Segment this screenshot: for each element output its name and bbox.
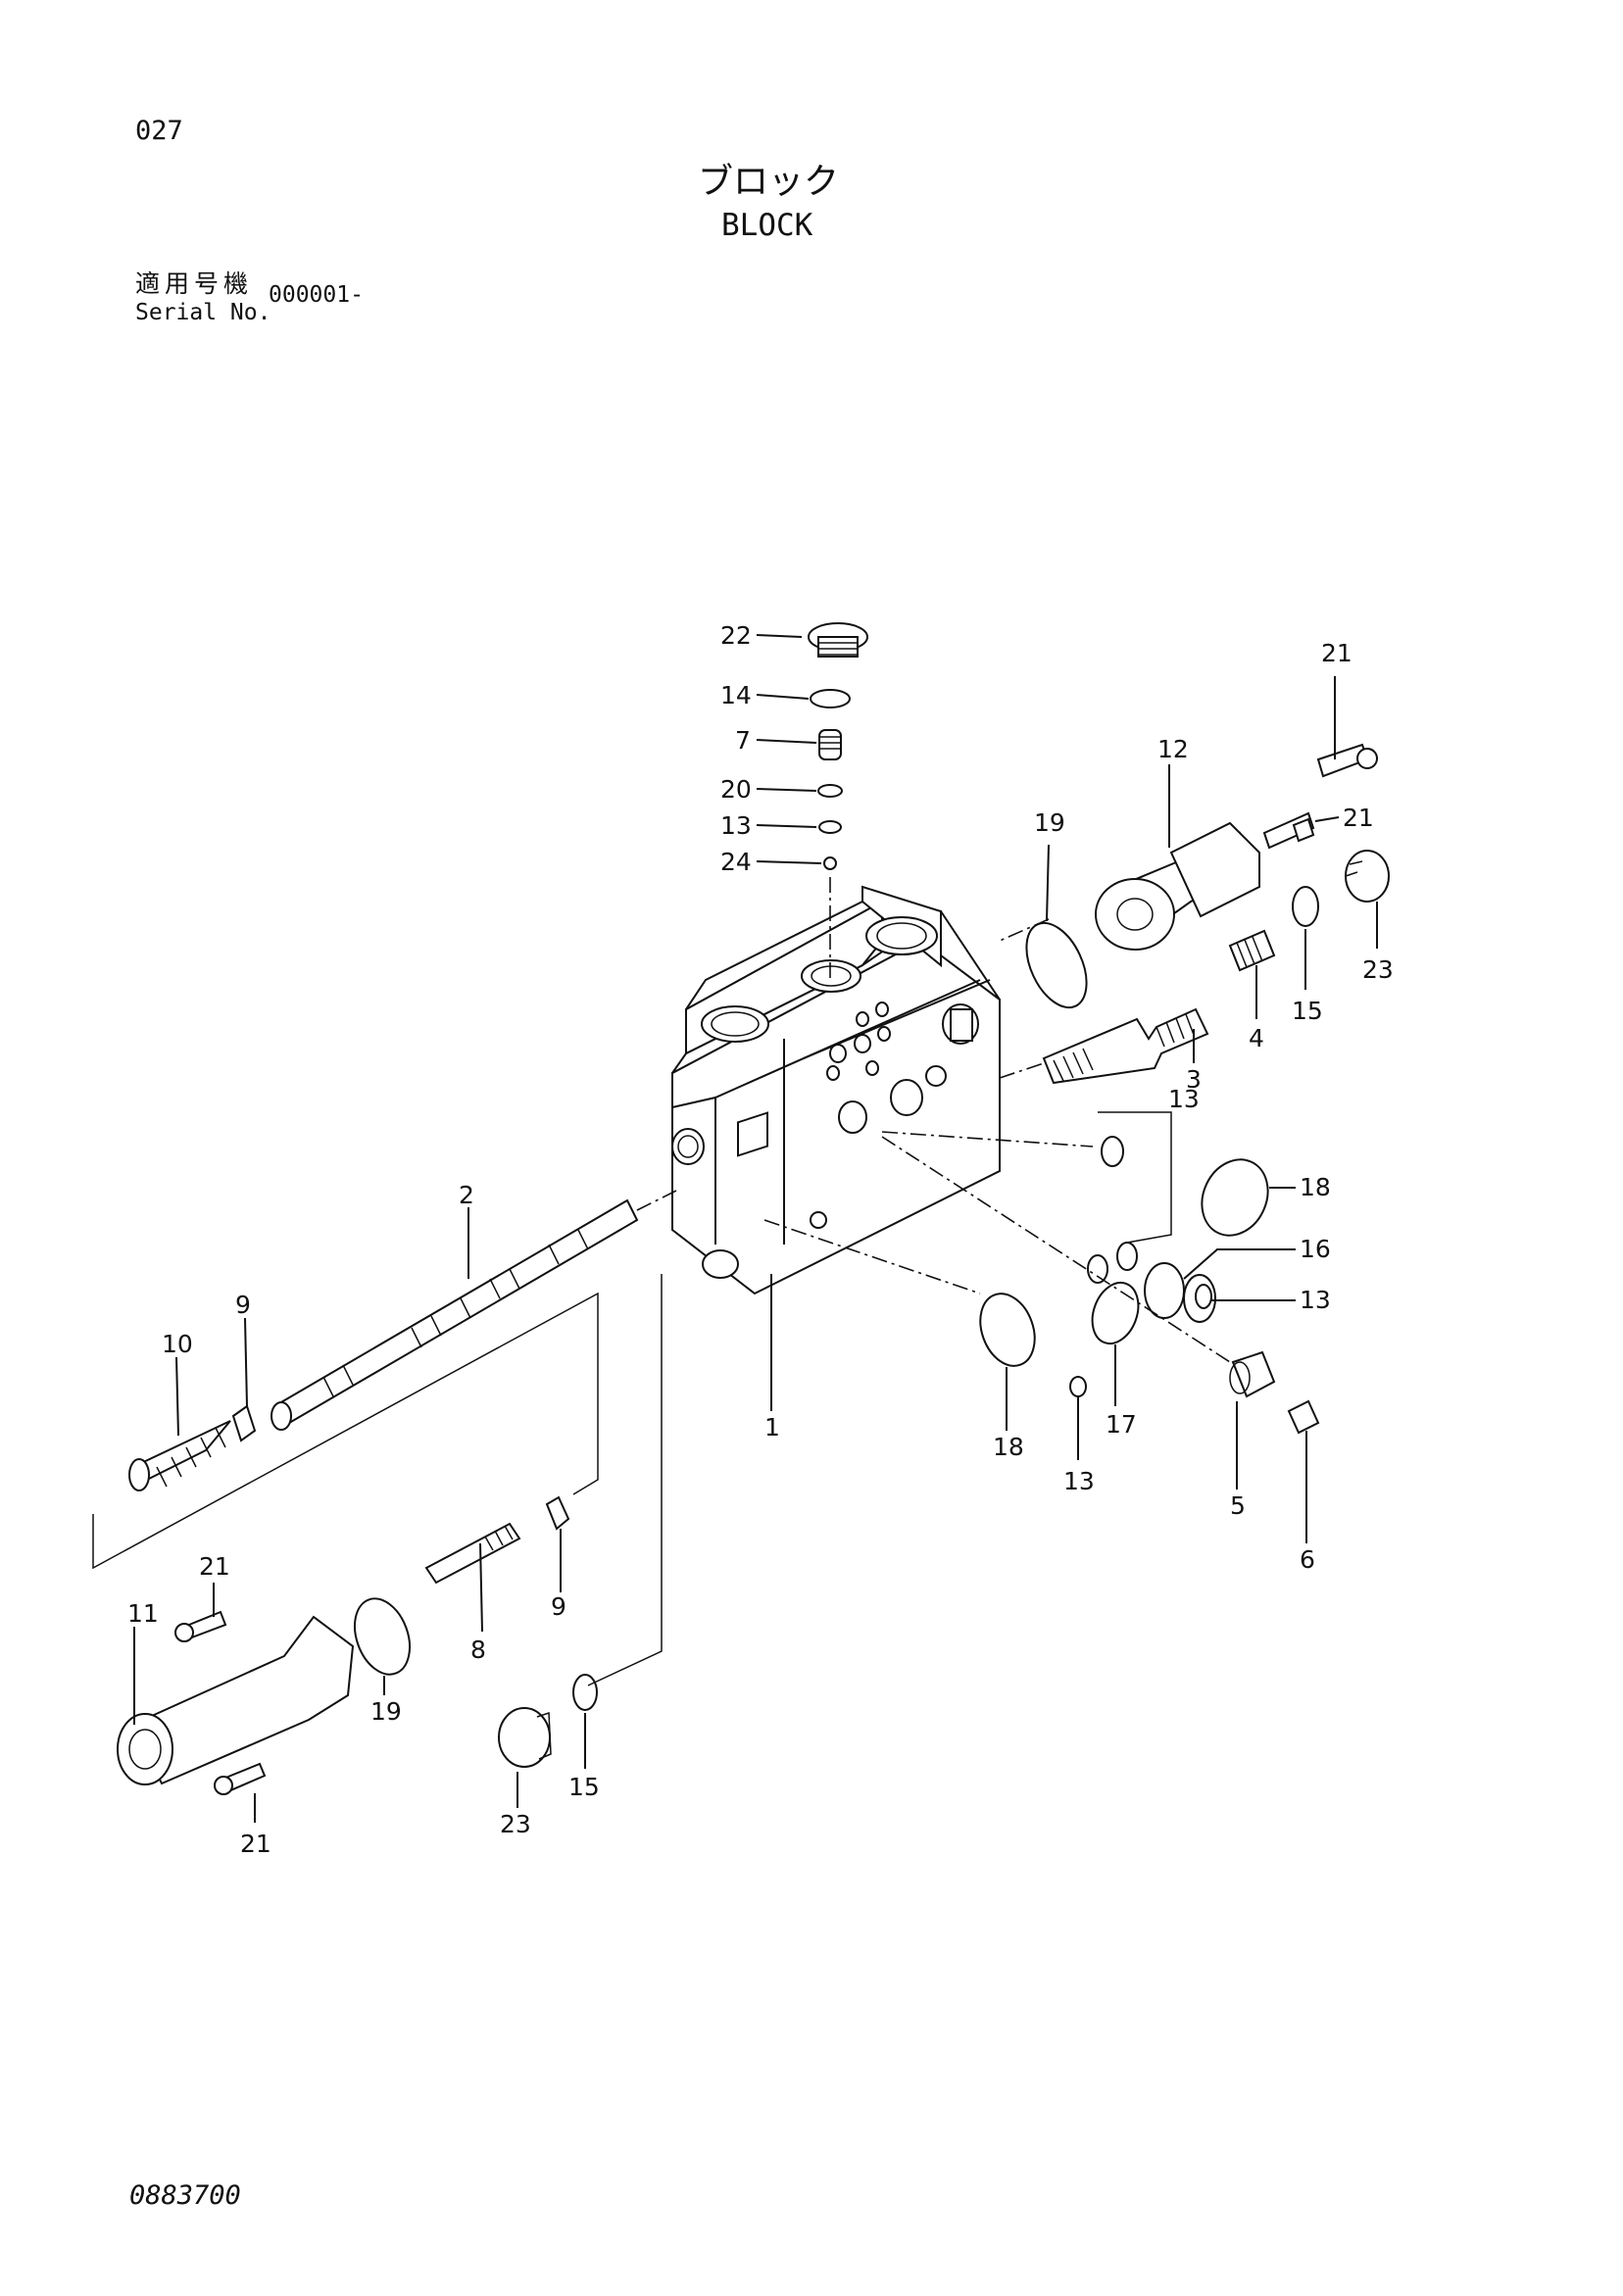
callout-14: 14: [720, 681, 752, 709]
callout-13-top: 13: [720, 811, 752, 840]
leader-lines: [133, 634, 1378, 1823]
callout-15-right: 15: [1292, 997, 1323, 1025]
title-english: BLOCK: [721, 208, 813, 243]
callout-11: 11: [127, 1599, 159, 1628]
callout-15-lower: 15: [568, 1773, 600, 1801]
callout-13-mid: 13: [1168, 1085, 1200, 1113]
callout-21-mid: 21: [199, 1552, 230, 1581]
serial-label-english: Serial No.: [135, 300, 271, 325]
callout-8: 8: [470, 1636, 486, 1664]
top-plug-stack: [808, 622, 868, 980]
callout-21-bottom: 21: [240, 1830, 271, 1858]
callout-1: 1: [764, 1413, 780, 1441]
title-japanese: ブロック: [698, 162, 840, 202]
callout-9-left: 9: [235, 1291, 251, 1319]
callout-9-right: 9: [551, 1592, 566, 1621]
upper-right-parts: [999, 743, 1390, 1085]
callout-21-upper: 21: [1321, 639, 1352, 667]
callout-3: 3: [1186, 1065, 1202, 1094]
page-code: 027: [135, 116, 183, 146]
spool-assembly: [92, 1190, 677, 1795]
callout-7: 7: [735, 726, 751, 755]
callout-12: 12: [1157, 735, 1189, 763]
callout-2: 2: [459, 1181, 474, 1209]
lower-right-parts: [763, 1111, 1320, 1435]
serial-number-value: 000001-: [269, 282, 364, 308]
callout-6: 6: [1300, 1545, 1315, 1574]
callout-18-right: 18: [1300, 1173, 1331, 1201]
callout-22: 22: [720, 621, 752, 650]
callout-24: 24: [720, 848, 752, 876]
callout-21-right: 21: [1343, 804, 1374, 832]
valve-block: [671, 885, 1001, 1295]
callout-18-lower: 18: [993, 1433, 1024, 1461]
callout-23-lower: 23: [500, 1810, 531, 1838]
callout-16: 16: [1300, 1235, 1331, 1263]
callout-19-upper: 19: [1034, 808, 1065, 837]
callout-19-lower: 19: [370, 1697, 402, 1726]
callout-20: 20: [720, 775, 752, 804]
callout-5: 5: [1230, 1491, 1246, 1520]
callout-labels: 22 14 7 20 13 24 21 12 19 21 23 15 4 3 1…: [127, 621, 1394, 1858]
callout-17: 17: [1106, 1410, 1137, 1439]
serial-label-japanese: 適用号機: [135, 269, 254, 298]
callout-13-lower: 13: [1063, 1467, 1095, 1495]
document-code: 0883700: [129, 2180, 241, 2211]
callout-13-right: 13: [1300, 1286, 1331, 1314]
callout-4: 4: [1249, 1024, 1264, 1052]
callout-23-right: 23: [1362, 955, 1394, 984]
callout-10: 10: [162, 1330, 193, 1358]
